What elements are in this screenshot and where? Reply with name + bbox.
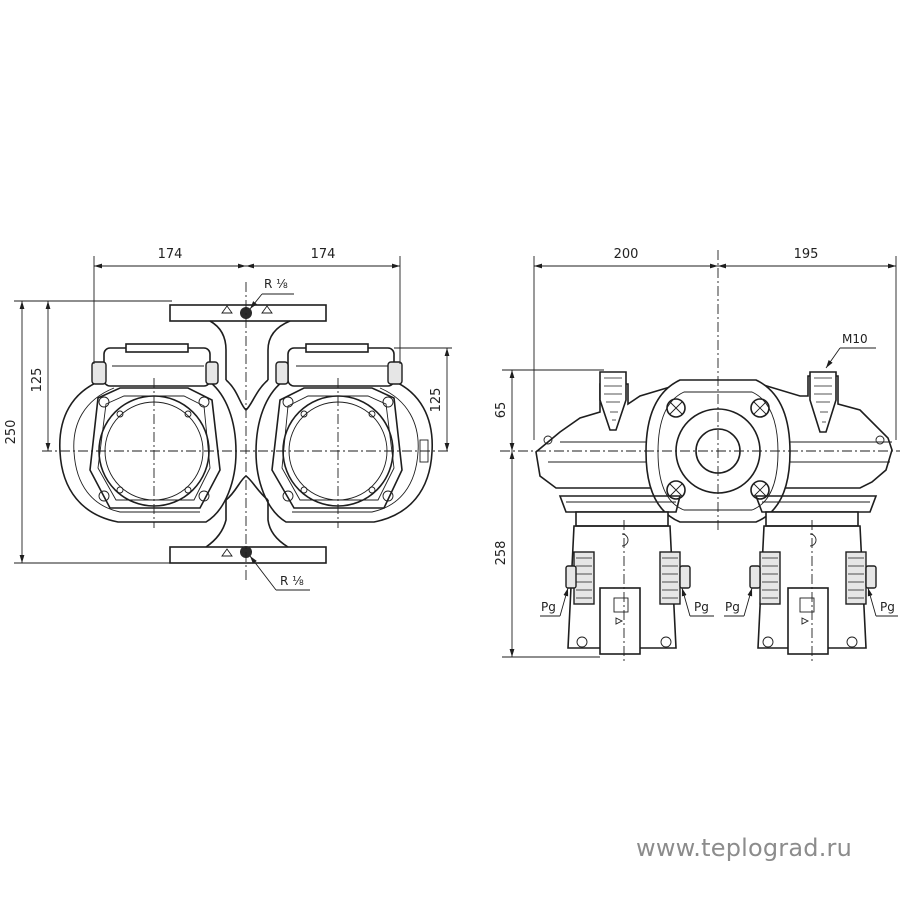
thread-label-bottom: R ⅛ (280, 574, 304, 588)
front-view: 174 174 250 125 125 R ⅛ R ⅛ (4, 247, 452, 591)
left-terminal-box (599, 587, 641, 655)
gland-label-1: Pg (541, 600, 556, 614)
dim-label-left-width: 174 (158, 247, 183, 262)
dim-label-right-axis: 125 (429, 388, 444, 413)
right-motor-gland-l (749, 565, 761, 589)
flange-bolt-holes (666, 398, 770, 500)
top-flange-neck (209, 320, 291, 380)
thread-label-top: R ⅛ (264, 277, 288, 291)
side-view: 200 195 65 258 M10 Pg Pg Pg Pg (494, 247, 900, 662)
gland-label-4: Pg (880, 600, 895, 614)
left-knob-right (205, 361, 219, 385)
dim-label-upper-height: 65 (494, 402, 509, 419)
right-pump-head (255, 343, 433, 523)
dim-label-lower-height: 258 (494, 541, 509, 566)
side-right-motor (749, 495, 878, 655)
gland-label-3: Pg (725, 600, 740, 614)
right-knob-right (387, 361, 403, 385)
dim-label-side-right-width: 195 (794, 247, 819, 262)
left-pump-head (59, 343, 237, 523)
watermark-text: www.teplograd.ru (636, 834, 853, 862)
left-motor-gland-l (565, 565, 577, 589)
bolt-label: M10 (842, 332, 868, 346)
side-left-motor (558, 495, 691, 655)
dim-label-right-width: 174 (311, 247, 336, 262)
bottom-flange-neck (205, 500, 289, 548)
left-knob-left (91, 361, 107, 385)
right-motor-gland-r (865, 565, 877, 589)
left-motor-top (103, 347, 211, 387)
gland-label-2: Pg (694, 600, 709, 614)
dim-label-side-left-width: 200 (614, 247, 639, 262)
right-knob-left (275, 361, 289, 385)
dim-label-left-axis: 125 (30, 368, 45, 393)
left-bolt-boss (599, 371, 627, 431)
right-motor-top (287, 347, 395, 387)
left-motor-gland-r (679, 565, 691, 589)
dim-label-total-height: 250 (4, 420, 19, 445)
